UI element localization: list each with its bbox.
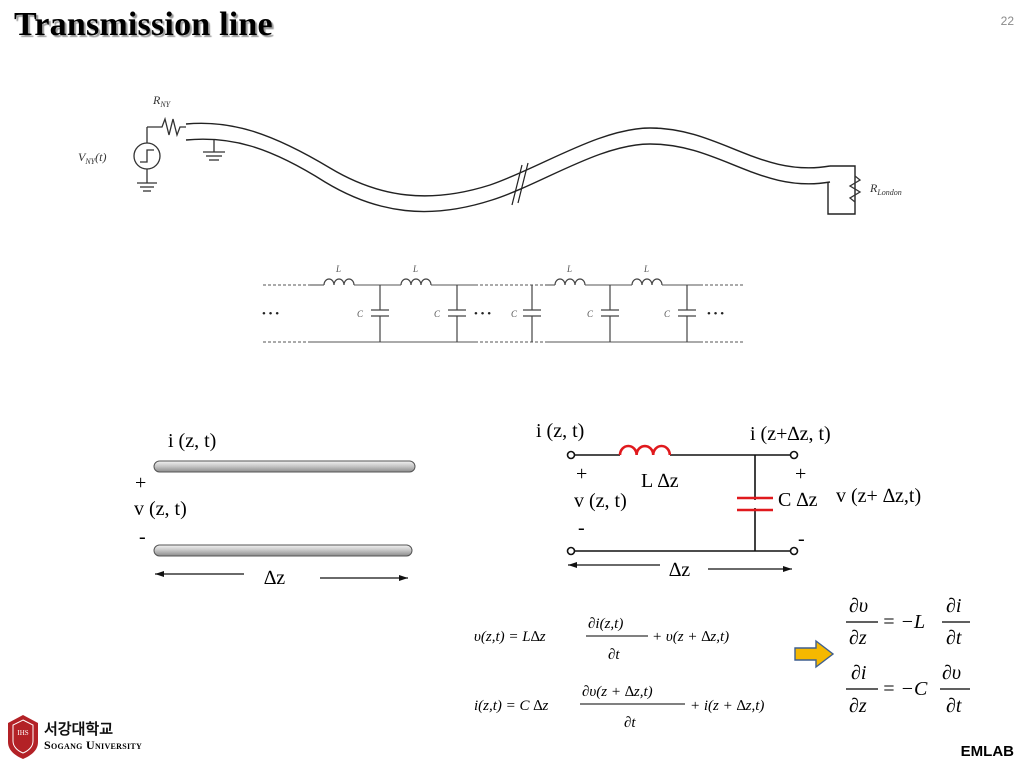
eq1-rhs: + υ(z + ∆z,t) [652, 629, 729, 645]
result1-right-denominator: ∂t [946, 627, 962, 649]
inductor-icon [400, 278, 432, 286]
current-in-label: i (z, t) [536, 420, 585, 442]
capacitor-label: C [511, 309, 518, 319]
ellipsis-right: • • • [707, 308, 724, 320]
capacitor-value-label: C ∆z [778, 489, 818, 511]
length-label: ∆z [264, 567, 286, 589]
university-name-english: Sogang University [44, 738, 143, 752]
ground-icon [137, 182, 157, 192]
inductor-label: L [643, 264, 649, 274]
right-arrow-icon [794, 639, 835, 669]
cable-inner [185, 138, 831, 213]
resistor-london-label: R [869, 181, 878, 195]
minus-sign: - [139, 526, 146, 548]
page-number: 22 [1000, 14, 1014, 28]
university-name-korean: 서강대학교 [44, 720, 114, 738]
voltage-out-label: v (z+ ∆z,t) [836, 485, 922, 507]
result2-right-numerator: ∂υ [942, 662, 961, 684]
minus-right: - [798, 528, 805, 550]
lc-ladder-diagram: L L L L C C C C C • • • • • • • • • [262, 264, 745, 343]
conductor-top [153, 460, 416, 473]
terminal-icon [566, 450, 576, 460]
cable-outer [185, 122, 831, 197]
eq1-numerator: ∂i(z,t) [588, 616, 623, 632]
conductor-bottom [153, 544, 413, 557]
current-out-label: i (z+∆z, t) [750, 423, 831, 445]
inductor-icon [323, 278, 355, 286]
terminal-icon [566, 546, 576, 556]
eq2-rhs: + i(z + ∆z,t) [690, 698, 764, 714]
eq2-denominator: ∂t [624, 715, 636, 731]
svg-text:VNY(t): VNY(t) [78, 150, 106, 166]
cable-diagram: VNY(t) RNY RLondon [78, 93, 902, 215]
eq1-denominator: ∂t [608, 647, 620, 663]
terminal-icon [789, 546, 799, 556]
capacitor-label: C [664, 309, 671, 319]
inductor-value-label: L ∆z [641, 470, 679, 492]
source-label: V [78, 150, 87, 164]
result2-middle: = −C [882, 678, 928, 700]
capacitor-icon [678, 285, 696, 342]
eq2-lhs: i(z,t) = C ∆z [474, 698, 548, 714]
voltage-label: v (z, t) [134, 498, 187, 520]
ellipsis-left: • • • [262, 308, 279, 320]
capacitor-icon [601, 285, 619, 342]
ground-icon [203, 151, 225, 161]
result1-left-denominator: ∂z [849, 627, 867, 649]
capacitor-icon [371, 285, 389, 342]
current-label: i (z, t) [168, 430, 217, 452]
eq1-lhs: υ(z,t) = L∆z [474, 629, 546, 645]
result1-right-numerator: ∂i [946, 595, 961, 617]
capacitor-label: C [434, 309, 441, 319]
university-logo: IHS [8, 715, 38, 759]
capacitor-icon [523, 285, 541, 342]
ellipsis-middle: • • • [474, 308, 491, 320]
inductor-label: L [566, 264, 572, 274]
svg-text:RNY: RNY [152, 93, 172, 109]
result2-left-denominator: ∂z [849, 695, 867, 717]
result1-left-numerator: ∂υ [849, 595, 868, 617]
resistor-london-icon [848, 175, 862, 203]
plus-right: + [795, 463, 807, 485]
inductor-label: L [412, 264, 418, 274]
minus-left: - [578, 517, 585, 539]
inductor-red-icon [618, 444, 672, 456]
resistor-ny-icon [147, 116, 186, 138]
logo-text: IHS [17, 729, 28, 737]
capacitor-icon [448, 285, 466, 342]
resistor-ny-label: R [152, 93, 161, 107]
capacitor-label: C [587, 309, 594, 319]
capacitor-label: C [357, 309, 364, 319]
voltage-in-label: v (z, t) [574, 490, 627, 512]
plus-sign: + [135, 472, 147, 494]
svg-text:RLondon: RLondon [869, 181, 902, 197]
plus-left: + [576, 463, 588, 485]
slide-title: Transmission line [14, 6, 273, 43]
inductor-icon [554, 278, 586, 286]
inductor-label: L [335, 264, 341, 274]
capacitor-red-icon [737, 496, 773, 512]
length-label: ∆z [669, 559, 691, 581]
result2-left-numerator: ∂i [851, 662, 866, 684]
inductor-icon [631, 278, 663, 286]
terminal-icon [789, 450, 799, 460]
eq2-numerator: ∂υ(z + ∆z,t) [582, 684, 653, 700]
result1-middle: = −L [882, 611, 925, 633]
result2-right-denominator: ∂t [946, 695, 962, 717]
lab-name: EMLAB [960, 743, 1014, 760]
